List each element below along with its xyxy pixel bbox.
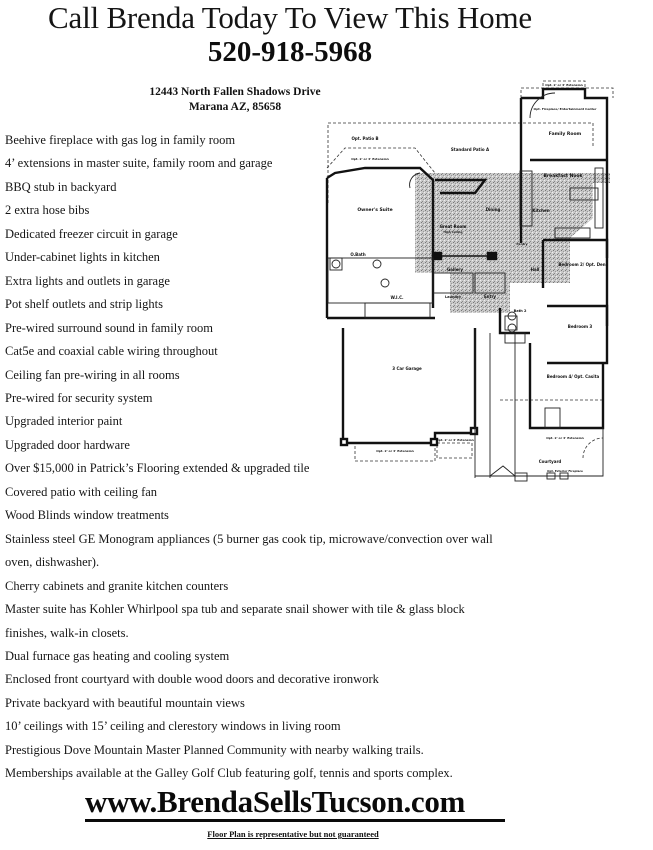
feature-item: Wood Blinds window treatments bbox=[5, 508, 169, 523]
label-bedroom-4: Bedroom 4/ Opt. Casita bbox=[547, 374, 600, 379]
label-laundry: Laundry bbox=[445, 295, 462, 299]
label-bedroom-2: Bedroom 2/ Opt. Den bbox=[558, 262, 605, 267]
label-opt-fireplace: Opt. Fireplace/ Entertainment Center bbox=[534, 107, 597, 111]
label-bedroom-2-text: Bedroom 2/ Opt. Den bbox=[558, 262, 605, 267]
feature-item: Pre-wired surround sound in family room bbox=[5, 320, 213, 335]
feature-item: BBQ stub in backyard bbox=[5, 179, 117, 194]
feature-item: 10’ ceilings with 15’ ceiling and cleres… bbox=[5, 719, 341, 734]
label-entry: Entry bbox=[484, 294, 496, 299]
label-opt-extension-bed4: Opt. 2' or 4' Extension bbox=[546, 436, 584, 440]
feature-item: Dedicated freezer circuit in garage bbox=[5, 226, 178, 241]
feature-item: Enclosed front courtyard with double woo… bbox=[5, 672, 379, 687]
floor-plan: Opt. 2' or 4' Extension Opt. Fireplace/ … bbox=[325, 78, 615, 483]
label-opt-extension-owner: Opt. 2' or 4' Extension bbox=[351, 157, 389, 161]
label-bedroom-4-text: Bedroom 4/ Opt. Casita bbox=[547, 374, 600, 379]
floor-plan-labels: Opt. 2' or 4' Extension Opt. Fireplace/ … bbox=[350, 83, 605, 473]
feature-item: Upgraded interior paint bbox=[5, 414, 123, 429]
label-opt-patio-b: Opt. Patio B bbox=[351, 136, 378, 141]
label-great-room: Great Room bbox=[440, 224, 467, 229]
label-opt-extension-garage-2: Opt. 2' or 4' Extension bbox=[436, 438, 474, 442]
label-courtyard: Courtyard bbox=[539, 459, 562, 464]
feature-item: Pre-wired for security system bbox=[5, 390, 153, 405]
feature-item: Prestigious Dove Mountain Master Planned… bbox=[5, 742, 424, 757]
label-family-room: Family Room bbox=[549, 131, 582, 137]
property-address: 12443 North Fallen Shadows Drive Marana … bbox=[130, 85, 340, 115]
feature-item: 4’ extensions in master suite, family ro… bbox=[5, 156, 273, 171]
feature-item: Under-cabinet lights in kitchen bbox=[5, 250, 160, 265]
label-o-bath: O.Bath bbox=[350, 252, 365, 257]
address-street: 12443 North Fallen Shadows Drive bbox=[149, 86, 321, 98]
label-garage: 3 Car Garage bbox=[392, 366, 422, 371]
feature-item: Pot shelf outlets and strip lights bbox=[5, 297, 163, 312]
interior-details bbox=[327, 92, 604, 482]
floor-plan-disclaimer: Floor Plan is representative but not gua… bbox=[207, 829, 379, 839]
feature-item: Covered patio with ceiling fan bbox=[5, 484, 158, 499]
address-city-state-zip: Marana AZ, 85658 bbox=[188, 101, 282, 113]
label-pantry: Pantry bbox=[516, 242, 527, 246]
label-breakfast-nook: Breakfast Nook bbox=[543, 173, 583, 179]
feature-item: Beehive fireplace with gas log in family… bbox=[5, 133, 236, 147]
website-link[interactable]: www.BrendaSellsTucson.com bbox=[85, 785, 505, 822]
feature-item: Memberships available at the Galley Golf… bbox=[5, 766, 453, 781]
label-opt-exterior-fireplace: Opt. Exterior Fireplace bbox=[547, 469, 583, 473]
label-bedroom-3: Bedroom 3 bbox=[568, 324, 593, 329]
label-bath-2: Bath 2 bbox=[514, 309, 527, 313]
feature-item: Upgraded door hardware bbox=[5, 437, 130, 452]
feature-item: Extra lights and outlets in garage bbox=[5, 273, 170, 288]
feature-item: Over $15,000 in Patrick’s Flooring exten… bbox=[5, 461, 310, 476]
label-great-room-sub: High Ceiling bbox=[443, 230, 462, 234]
label-opt-extension-top: Opt. 2' or 4' Extension bbox=[545, 83, 583, 87]
feature-item: Stainless steel GE Monogram appliances (… bbox=[5, 531, 493, 570]
feature-item: Private backyard with beautiful mountain… bbox=[5, 695, 245, 710]
headline: Call Brenda Today To View This Home bbox=[48, 0, 532, 35]
label-gallery: Gallery bbox=[447, 267, 463, 272]
feature-item: Dual furnace gas heating and cooling sys… bbox=[5, 648, 230, 663]
label-hall: Hall bbox=[531, 267, 540, 272]
label-owners-suite: Owner's Suite bbox=[357, 207, 392, 213]
phone-number: 520-918-5968 bbox=[207, 36, 373, 68]
label-standard-patio-a: Standard Patio A bbox=[451, 147, 490, 152]
feature-item: Ceiling fan pre-wiring in all rooms bbox=[5, 367, 180, 382]
feature-item: 2 extra hose bibs bbox=[5, 203, 90, 218]
label-opt-extension-garage: Opt. 2' or 4' Extension bbox=[376, 449, 414, 453]
label-wic: W.I.C. bbox=[390, 295, 404, 300]
optional-areas bbox=[326, 80, 614, 462]
feature-item: Master suite has Kohler Whirlpool spa tu… bbox=[5, 602, 465, 640]
label-dining: Dining bbox=[486, 207, 501, 212]
feature-list: Beehive fireplace with gas log in family… bbox=[5, 129, 495, 786]
feature-item: Cat5e and coaxial cable wiring throughou… bbox=[5, 344, 218, 359]
label-kitchen: Kitchen bbox=[532, 208, 549, 213]
feature-item: Cherry cabinets and granite kitchen coun… bbox=[5, 578, 229, 593]
